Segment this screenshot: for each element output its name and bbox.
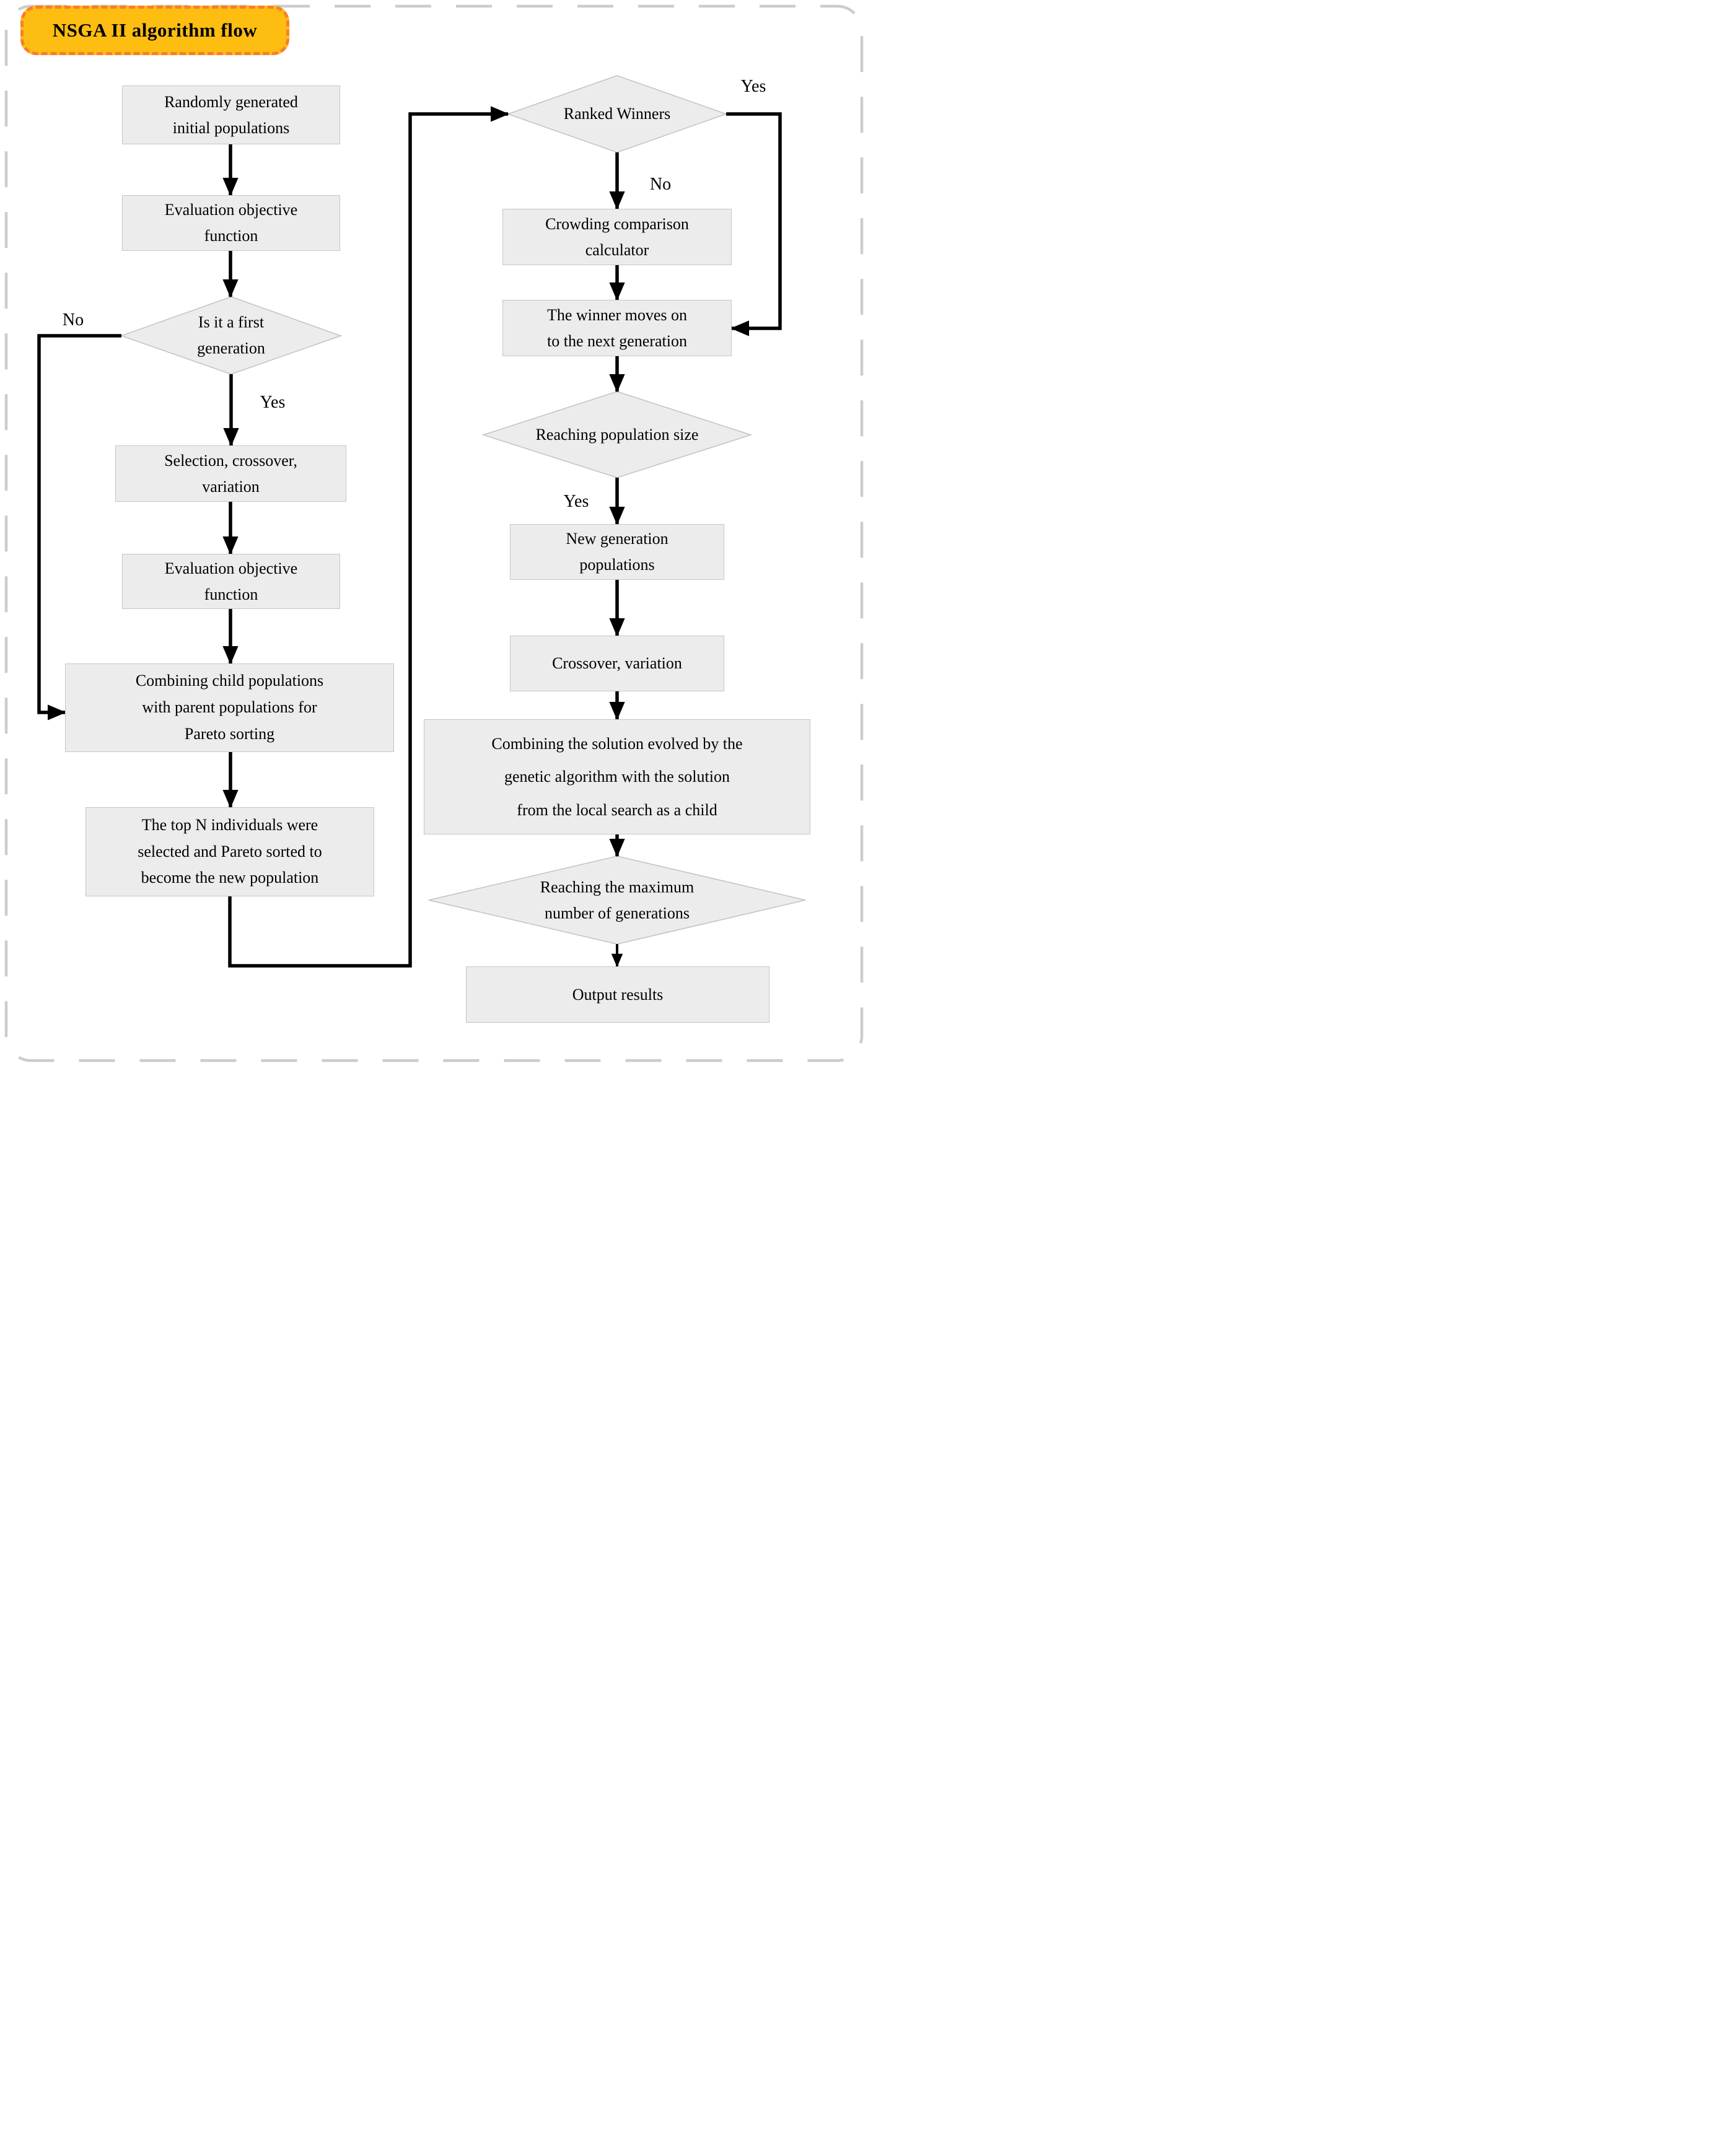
edge-label-text: Yes [260, 393, 286, 412]
connectors [37, 106, 782, 968]
node-label: Crowding comparison calculator [545, 214, 689, 259]
edge-label-text: No [649, 175, 672, 194]
node-label: Randomly generated initial populations [164, 92, 298, 137]
node-label: The winner moves on to the next generati… [546, 305, 687, 350]
decision-first-generation-shape [120, 296, 343, 375]
node-evaluation-objective-function-1: Evaluation objective function [122, 195, 340, 251]
decision-reaching-max-generations-shape [428, 856, 806, 945]
nsga2-flowchart: NSGA II algorithm flow Randomly generate… [0, 0, 868, 1068]
diagram-title-badge: NSGA II algorithm flow [20, 6, 289, 55]
arrow-ranked-yes-to-winner [726, 112, 782, 336]
node-combining-child-parent-pareto: Combining child populations with parent … [65, 663, 394, 752]
outer-dashed-border [4, 4, 864, 1062]
edge-label-population-size-yes: Yes [564, 493, 589, 510]
edge-label-text: Yes [740, 77, 766, 96]
node-label: Evaluation objective function [164, 559, 298, 603]
node-evaluation-objective-function-2: Evaluation objective function [122, 554, 340, 609]
flowchart-graphics [4, 4, 864, 1062]
node-label: The top N individuals were selected and … [138, 815, 322, 887]
node-winner-moves-on: The winner moves on to the next generati… [502, 300, 732, 356]
edge-label-first-generation-no: No [63, 312, 84, 329]
node-crowding-comparison-calculator: Crowding comparison calculator [502, 209, 732, 265]
edge-label-ranked-winners-no: No [650, 176, 671, 193]
node-top-n-individuals: The top N individuals were selected and … [85, 807, 374, 896]
edge-label-text: Yes [563, 492, 589, 511]
node-label: Selection, crossover, variation [164, 451, 297, 496]
decision-reaching-population-size-shape [481, 391, 753, 478]
node-label: Crossover, variation [552, 654, 682, 673]
node-randomly-generated-initial-populations: Randomly generated initial populations [122, 85, 340, 144]
decision-ranked-winners-shape [506, 75, 728, 153]
node-combining-solution-local-search: Combining the solution evolved by the ge… [424, 719, 810, 834]
decision-shapes [120, 75, 806, 945]
node-crossover-variation: Crossover, variation [510, 636, 724, 691]
node-label: Combining child populations with parent … [135, 672, 324, 743]
node-label: Evaluation objective function [164, 201, 298, 245]
edge-label-ranked-winners-yes: Yes [741, 78, 766, 95]
node-label: New generation populations [566, 530, 669, 574]
edge-label-text: No [62, 310, 84, 330]
edge-label-first-generation-yes: Yes [260, 394, 286, 411]
node-label: Output results [572, 985, 664, 1004]
arrow-topn-to-rankedwinners [228, 106, 509, 968]
node-new-generation-populations: New generation populations [510, 524, 724, 580]
node-label: Combining the solution evolved by the ge… [491, 735, 743, 819]
node-selection-crossover-variation: Selection, crossover, variation [115, 445, 346, 502]
node-output-results: Output results [466, 966, 769, 1023]
arrow-firstgen-no-to-combine [37, 334, 121, 720]
diagram-title: NSGA II algorithm flow [52, 19, 258, 41]
